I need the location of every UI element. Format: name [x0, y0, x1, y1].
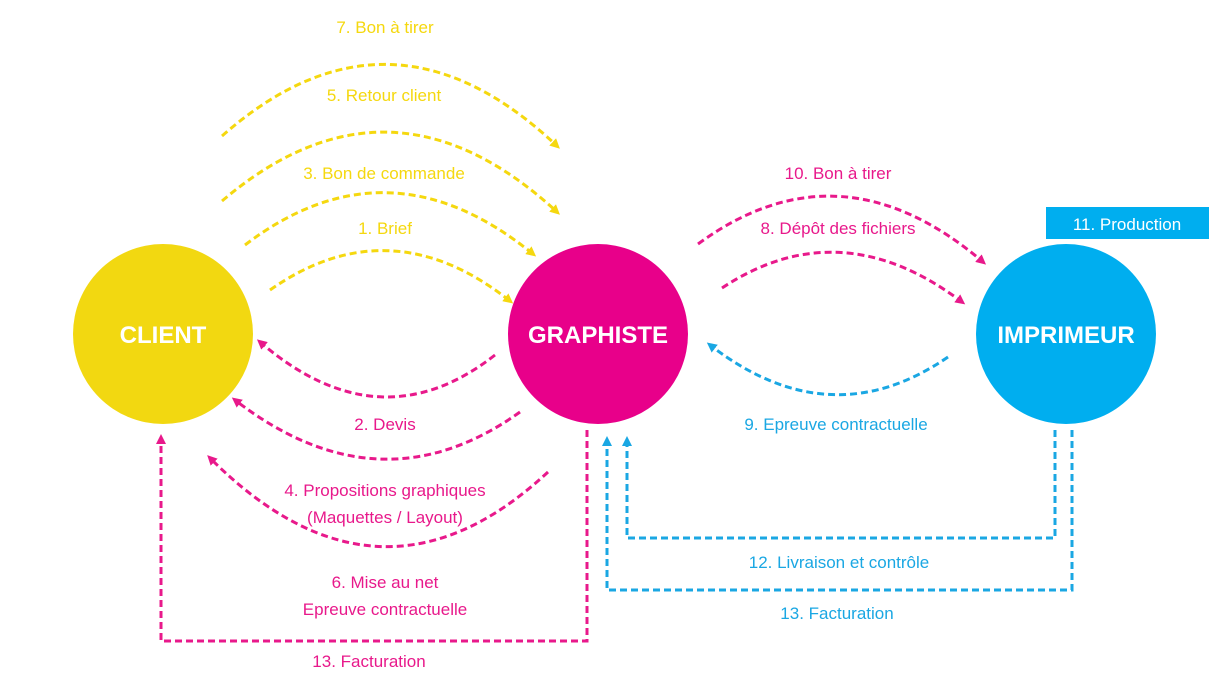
imprimeur-label: IMPRIMEUR — [997, 322, 1134, 349]
label-retour-client: 5. Retour client — [327, 86, 442, 105]
graphiste-node — [508, 244, 688, 424]
client-label: CLIENT — [120, 322, 207, 349]
graphiste-label: GRAPHISTE — [528, 322, 668, 349]
label-brief: 1. Brief — [358, 219, 412, 238]
arc-bon-a-tirer-imprimeur — [697, 194, 987, 265]
arc-bon-a-tirer-client — [221, 62, 560, 149]
label-devis: 2. Devis — [354, 415, 415, 434]
line-livraison-controle — [622, 430, 1057, 540]
label-facturation-imprimeur: 13. Facturation — [780, 604, 893, 623]
arc-mise-au-net — [207, 455, 550, 549]
line-facturation-client — [156, 430, 589, 643]
label-facturation-client: 13. Facturation — [312, 652, 425, 671]
label-epreuve-contractuelle: 9. Epreuve contractuelle — [744, 415, 927, 434]
line-facturation-imprimeur — [602, 430, 1074, 592]
production-badge — [1046, 207, 1209, 239]
label-propositions-2: (Maquettes / Layout) — [307, 508, 463, 527]
arc-devis — [256, 339, 496, 399]
label-bon-de-commande: 3. Bon de commande — [303, 164, 465, 183]
label-depot-fichiers: 8. Dépôt des fichiers — [761, 219, 916, 238]
arc-epreuve-contractuelle — [706, 342, 949, 397]
label-mise-au-net-1: 6. Mise au net — [332, 573, 439, 592]
imprimeur-node — [976, 244, 1156, 424]
label-bon-a-tirer-imprimeur: 10. Bon à tirer — [785, 164, 892, 183]
arc-retour-client — [221, 130, 560, 215]
label-livraison-controle: 12. Livraison et contrôle — [749, 553, 930, 572]
client-node — [73, 244, 253, 424]
label-mise-au-net-2: Epreuve contractuelle — [303, 600, 467, 619]
production-badge-label: 11. Production — [1073, 215, 1181, 234]
arc-bon-de-commande — [244, 191, 537, 257]
label-propositions-1: 4. Propositions graphiques — [284, 481, 485, 500]
label-bon-a-tirer-client: 7. Bon à tirer — [336, 18, 434, 37]
arc-depot-fichiers — [721, 250, 966, 305]
arc-brief — [269, 249, 514, 304]
